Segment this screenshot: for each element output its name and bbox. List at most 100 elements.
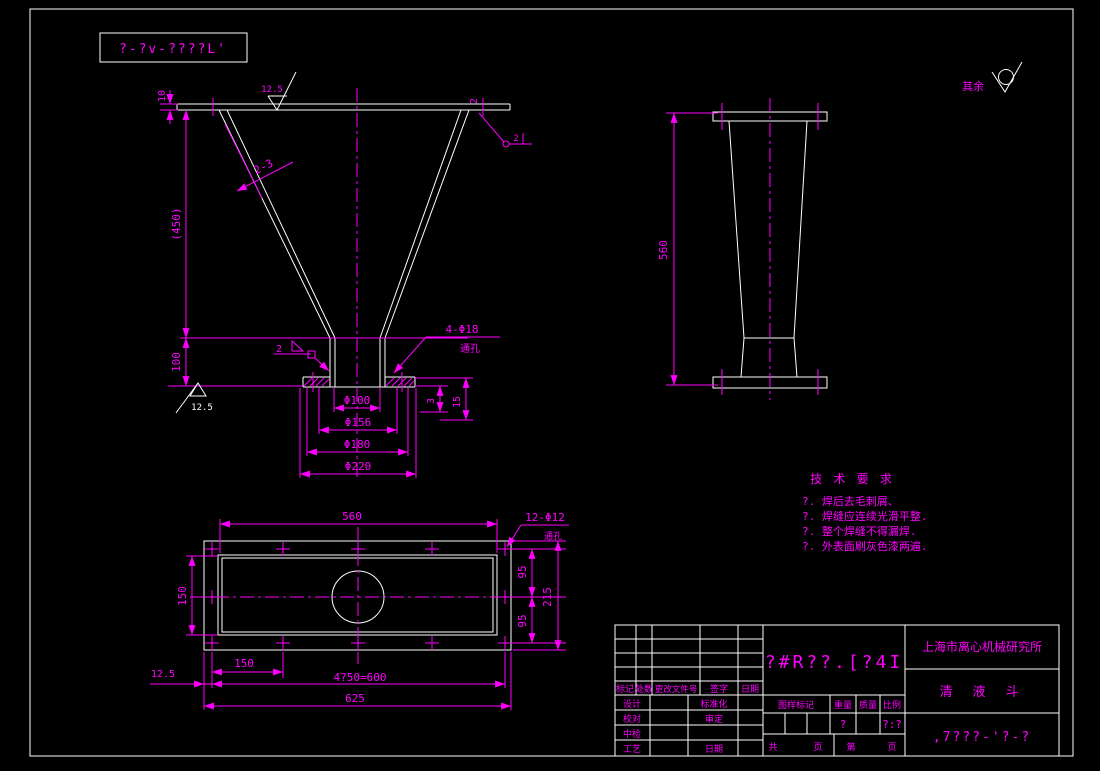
dia-156-label: Φ156 (345, 416, 372, 429)
dim-95b-label: 95 (516, 614, 529, 627)
dim-450: (450) (170, 110, 190, 338)
revision-header: 标记 处数 更改文件号 签字 日期 (616, 683, 759, 695)
dia-180-label: Φ180 (344, 438, 371, 451)
dim-560-plan-label: 560 (342, 510, 362, 523)
dim-215-label: 215 (541, 587, 554, 607)
plan-holes-note: 通孔 (544, 531, 562, 542)
dia-100-label: Φ100 (344, 394, 371, 407)
drawing-code: ?#R??.[?4I (765, 652, 903, 673)
bottom-roughness-value: 12.5 (191, 403, 213, 413)
surface-finish-note: 其余 (962, 61, 1023, 93)
dim-15-label: 15 (452, 396, 463, 408)
sheet-total-label: 共 (768, 742, 777, 753)
tech-title: 技 术 要 求 (810, 472, 894, 486)
stamp-weight-scale: 图样标记 重量 质量 比例 ? ?:? (778, 699, 902, 731)
weld-right: 2 2 (469, 98, 532, 148)
dim-560-plan: 560 (219, 510, 498, 553)
rev-header-mark: 标记 (616, 683, 634, 695)
sheet-page-label: 页 (813, 742, 822, 753)
front-holes-callout: 4-Φ18 通孔 (393, 323, 500, 374)
title-block-grid (614, 624, 1060, 757)
sheet-page-label2: 页 (887, 742, 896, 753)
weld-left-size: 2 (276, 344, 282, 355)
weld-right-size: 2 (513, 134, 518, 144)
dim-12-5-label: 12.5 (151, 669, 175, 680)
signature-rows: 设计 标准化 校对 审定 中检 工艺 日期 (623, 698, 728, 755)
top-roughness-symbol: 12.5 (261, 71, 297, 112)
plan-view: 560 12-Φ12 通孔 95 95 215 150 12.5 (150, 510, 569, 710)
weld-left: 2 (274, 339, 330, 372)
company-name: 上海市离心机械研究所 (922, 639, 1042, 654)
row-design: 设计 (623, 698, 641, 710)
dim-450-label: (450) (170, 207, 183, 240)
weld-seam-label: 2-3 (224, 123, 294, 199)
technical-requirements: 技 术 要 求 ?. 焊后去毛刺屑、 ?. 焊缝应连续光滑平整. ?. 整个焊缝… (802, 472, 928, 553)
part-code: ,7???-'?-? (933, 730, 1031, 745)
top-roughness-value: 12.5 (261, 85, 283, 95)
dim-150-bottom-label: 150 (234, 657, 254, 670)
rev-header-sign: 签字 (710, 683, 728, 695)
tech-line-3: ?. 整个焊缝不得漏焊. (802, 524, 917, 538)
diameter-dims: Φ100 Φ156 Φ180 Φ220 (299, 388, 417, 478)
row-check: 校对 (623, 713, 641, 725)
top-left-code-box: ?-?v-????L' (99, 32, 248, 63)
plan-right-dims: 95 95 215 (512, 540, 566, 651)
front-view: 12.5 10 (450) 100 2-3 2 (157, 71, 532, 480)
roughness-check-icon (991, 61, 1023, 93)
dim-560-side: 560 (657, 112, 718, 386)
row-process: 工艺 (623, 744, 641, 755)
side-view: 560 (657, 98, 828, 400)
scale-header: 比例 (883, 699, 901, 711)
weight-header: 重量 (834, 699, 852, 711)
plan-bottom-dims: 150 4?50=600 625 (203, 652, 512, 710)
mass-header: 质量 (859, 699, 877, 711)
title-block-right: 上海市离心机械研究所 清 液 斗 ,7???-'?-? (922, 639, 1042, 745)
tech-line-4: ?. 外表面刷灰色漆两遍. (802, 539, 928, 553)
row-date: 日期 (705, 744, 723, 755)
tech-line-1: ?. 焊后去毛刺屑、 (802, 494, 899, 508)
flange-small-dims: 3 15 (415, 377, 473, 421)
part-name: 清 液 斗 (940, 685, 1025, 700)
title-block: 标记 处数 更改文件号 签字 日期 设计 标准化 校对 审定 中检 工艺 日期 … (614, 624, 1060, 757)
dim-150-left-label: 150 (176, 586, 189, 606)
dim-pitch-label: 4?50=600 (334, 671, 387, 684)
plan-centerlines (190, 527, 526, 664)
row-inspect: 中检 (623, 728, 641, 740)
dia-220-label: Φ220 (345, 460, 372, 473)
dim-95a-label: 95 (516, 565, 529, 578)
sheet-counts: 共 页 第 页 (768, 741, 896, 753)
dim-3-label: 3 (426, 398, 437, 404)
side-bolt-ticks (721, 103, 819, 395)
dim-100-label: 100 (170, 352, 183, 372)
dim-plate-thickness: 10 (157, 90, 178, 124)
front-holes-note: 通孔 (460, 343, 480, 355)
flange-hatch (303, 372, 415, 392)
plan-left-dims: 150 12.5 (150, 555, 218, 688)
front-holes-label: 4-Φ18 (445, 323, 478, 336)
plan-holes-label: 12-Φ12 (525, 511, 565, 524)
dim-neck-height: 100 (168, 337, 468, 387)
top-left-code: ?-?v-????L' (119, 42, 227, 57)
bottom-datum-symbol: 12.5 (175, 382, 213, 414)
row-standardization: 标准化 (700, 698, 727, 710)
row-approve: 审定 (705, 713, 723, 725)
stamp-header: 图样标记 (778, 699, 814, 711)
scale-value: ?:? (882, 718, 902, 731)
rev-header-date: 日期 (741, 684, 759, 695)
plan-holes-callout: 12-Φ12 通孔 (506, 511, 569, 548)
drawing-frame (29, 8, 1074, 757)
tech-line-2: ?. 焊缝应连续光滑平整. (802, 509, 928, 523)
front-geometry (176, 103, 511, 388)
other-surfaces-label: 其余 (962, 79, 984, 93)
sheet-no-label: 第 (846, 741, 855, 753)
weld-seam-text: 2-3 (252, 157, 276, 178)
plan-hole-marks (205, 542, 512, 650)
dim-625-label: 625 (345, 692, 365, 705)
weight-value: ? (840, 718, 847, 731)
dim-10-label: 10 (157, 90, 168, 102)
rev-header-docno: 更改文件号 (655, 684, 698, 695)
plate-bolt-ticks (212, 98, 484, 116)
rev-header-count: 处数 (635, 683, 653, 695)
